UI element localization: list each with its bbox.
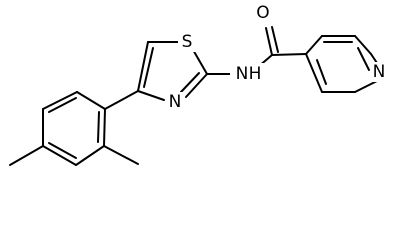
bond bbox=[42, 145, 77, 166]
bond bbox=[42, 91, 78, 110]
pyridine-nitrogen-label: N bbox=[373, 62, 386, 82]
bond bbox=[137, 41, 149, 92]
bond bbox=[305, 53, 323, 93]
carbonyl-oxygen-label: O bbox=[256, 3, 269, 23]
bond bbox=[103, 108, 106, 147]
bond bbox=[48, 97, 77, 113]
bond bbox=[185, 73, 208, 98]
atom-label-mask bbox=[370, 62, 388, 82]
bond bbox=[265, 27, 273, 56]
bond bbox=[97, 111, 100, 143]
bond bbox=[75, 145, 105, 166]
bond bbox=[354, 80, 378, 93]
bond bbox=[354, 35, 372, 55]
thiazole-nitrogen-label: N bbox=[169, 92, 182, 112]
bond bbox=[180, 72, 200, 93]
chemical-structure-diagram: S N N H O N bbox=[9, 2, 388, 166]
atom-labels: S N N H O N bbox=[166, 2, 388, 112]
bond bbox=[104, 90, 139, 110]
atom-label-mask bbox=[178, 32, 196, 52]
bond bbox=[9, 145, 44, 166]
bond bbox=[305, 35, 323, 55]
bonds bbox=[9, 26, 378, 166]
bond bbox=[316, 59, 327, 85]
bond bbox=[271, 26, 279, 53]
bond bbox=[271, 53, 307, 56]
atom-label-mask bbox=[254, 2, 274, 24]
atom-label-mask bbox=[166, 92, 184, 112]
amide-hydrogen-label: H bbox=[249, 64, 262, 84]
bond bbox=[191, 47, 208, 75]
bond bbox=[357, 47, 370, 71]
bond bbox=[137, 90, 165, 101]
atom-label-mask bbox=[230, 63, 264, 85]
bond bbox=[48, 142, 77, 159]
bond bbox=[103, 145, 139, 165]
sulfur-atom-label: S bbox=[182, 32, 193, 52]
bond bbox=[370, 53, 378, 64]
bond bbox=[143, 47, 154, 88]
amide-nitrogen-label: N bbox=[236, 64, 249, 84]
bond bbox=[76, 91, 106, 110]
